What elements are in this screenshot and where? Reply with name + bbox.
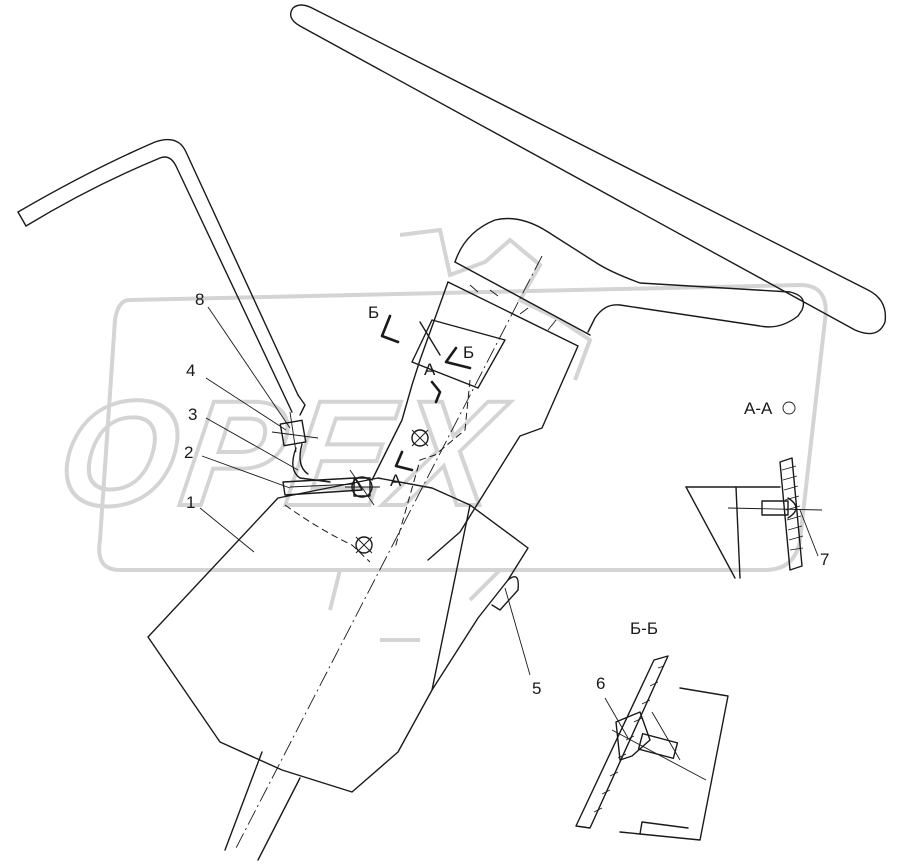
label-cut-b-top: Б (368, 303, 379, 322)
leader-lines (199, 306, 819, 739)
label-part-6: 6 (596, 674, 605, 693)
section-bb-title: Б-Б (630, 619, 658, 638)
label-part-8: 8 (195, 290, 204, 309)
hidden-cable (284, 379, 471, 563)
label-part-1: 1 (186, 493, 195, 512)
watermark-text: OPEX (50, 370, 517, 537)
left-rod (17, 138, 306, 416)
section-cut-markers (380, 314, 472, 472)
label-cut-a-bottom: А (390, 471, 402, 490)
label-part-5: 5 (532, 679, 541, 698)
section-bb-detail (575, 655, 729, 841)
section-aa-title: А-А (744, 399, 773, 418)
part-labels: 8 4 3 2 1 5 6 7 Б Б А А А-А Б-Б (184, 290, 829, 698)
column-axis (234, 255, 543, 851)
label-cut-a-top: А (424, 360, 436, 379)
clamp-assembly (271, 411, 429, 554)
watermark-logo: OPEX (48, 227, 828, 642)
upper-panel (290, 4, 887, 335)
lower-cowl (147, 477, 529, 861)
label-part-7: 7 (820, 550, 829, 569)
label-part-4: 4 (186, 361, 195, 380)
column-housing (371, 217, 805, 561)
label-part-2: 2 (184, 443, 193, 462)
section-aa-detail (685, 401, 823, 579)
label-cut-b-mid: Б (463, 343, 474, 362)
label-part-3: 3 (188, 405, 197, 424)
